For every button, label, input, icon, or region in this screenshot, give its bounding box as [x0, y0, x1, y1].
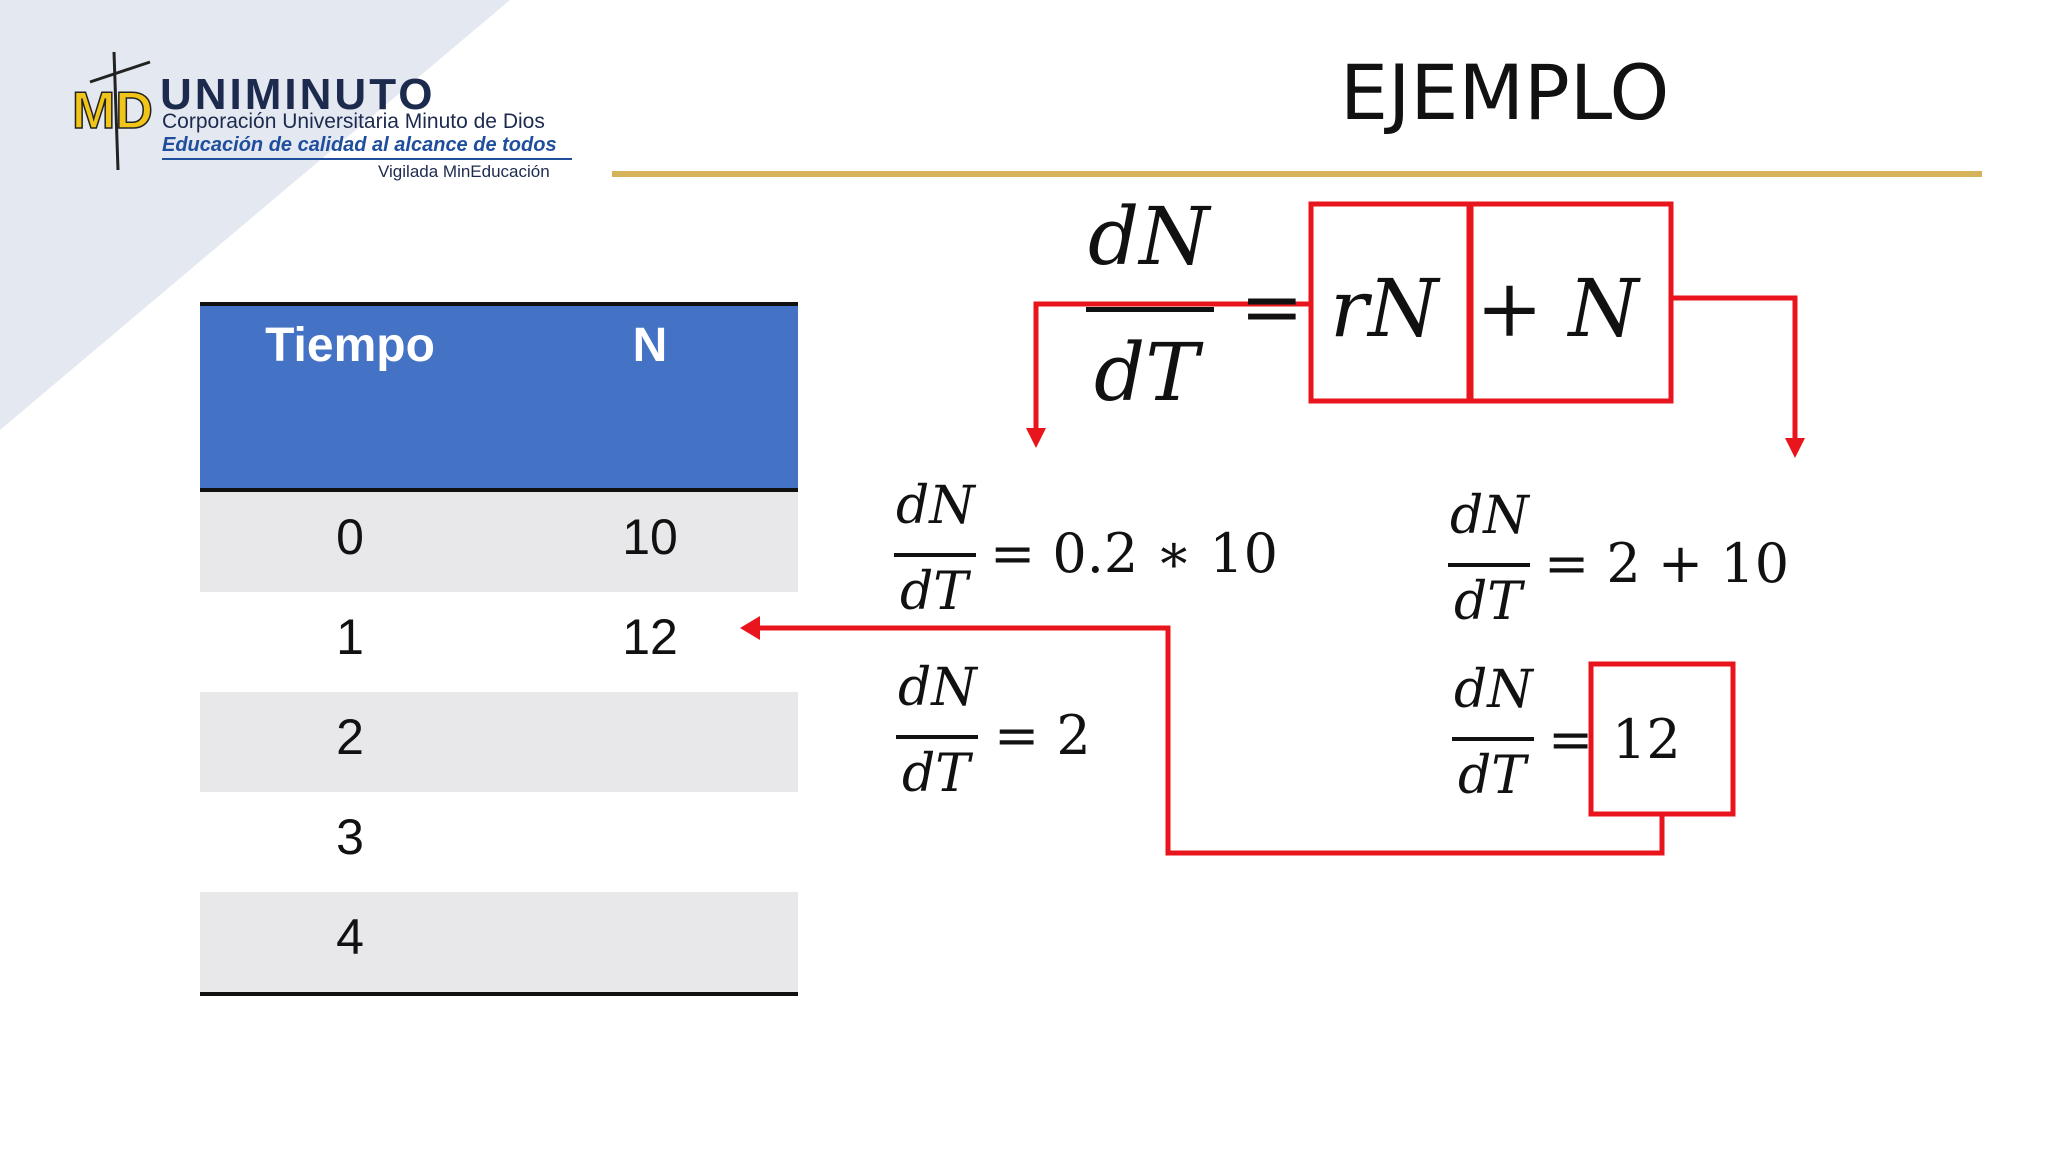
left1-numerator: dN — [896, 476, 975, 536]
svg-text:MD: MD — [72, 82, 153, 140]
table-header: Tiempo N — [200, 302, 798, 492]
arrow-result-to-table — [758, 625, 1665, 856]
table-row: 1 12 — [200, 592, 798, 692]
table-cell: 2 — [336, 709, 364, 765]
logo-slogan: Educación de calidad al alcance de todos — [162, 134, 557, 156]
header-n: N — [632, 319, 668, 372]
table-cell: 12 — [622, 609, 678, 665]
title-underline — [612, 171, 1982, 177]
logo-name: UNIMINUTO — [160, 70, 436, 119]
table-cell: 0 — [336, 509, 364, 565]
right1-fraction-bar — [1448, 563, 1530, 567]
main-eq-denominator: dT — [1094, 326, 1199, 419]
slide-title: EJEMPLO — [1340, 48, 1670, 137]
header-tiempo: Tiempo — [265, 319, 435, 372]
table-cell: 4 — [336, 909, 364, 965]
left2-fraction-bar — [896, 735, 978, 739]
box-result — [1588, 661, 1736, 817]
logo-mark-icon: MD — [71, 51, 154, 171]
right1-rhs: = 2 + 10 — [1544, 532, 1790, 595]
main-eq-term-plusN: + N — [1476, 262, 1639, 355]
university-logo: MD UNIMINUTO Corporación Universitaria M… — [70, 48, 590, 188]
main-eq-equals: = — [1240, 262, 1304, 351]
right2-numerator: dN — [1454, 660, 1533, 720]
right2-result: 12 — [1612, 708, 1681, 771]
table-row: 0 10 — [200, 492, 798, 592]
logo-subtitle: Corporación Universitaria Minuto de Dios — [162, 110, 545, 133]
table-cell: 10 — [622, 509, 678, 565]
table-row: 4 — [200, 892, 798, 992]
logo-accreditation: Vigilada MinEducación — [378, 162, 550, 181]
table-cell: 1 — [336, 609, 364, 665]
right1-denominator: dT — [1454, 572, 1522, 632]
left2-rhs: = 2 — [994, 704, 1091, 767]
right2-equals: = — [1548, 708, 1594, 771]
table-cell: 3 — [336, 809, 364, 865]
main-eq-numerator: dN — [1088, 190, 1210, 283]
left1-denominator: dT — [900, 562, 968, 622]
box-plusN — [1468, 201, 1674, 404]
main-eq-fraction-bar — [1086, 307, 1214, 312]
right2-denominator: dT — [1458, 746, 1526, 806]
arrow-right-down — [1672, 295, 1798, 440]
main-eq-term-rN: rN — [1330, 262, 1439, 355]
table-bottom-rule — [200, 992, 798, 996]
data-table: Tiempo N 0 10 1 12 2 3 4 — [200, 302, 798, 996]
right2-fraction-bar — [1452, 737, 1534, 741]
table-row: 3 — [200, 792, 798, 892]
table-row: 2 — [200, 692, 798, 792]
left1-fraction-bar — [894, 553, 976, 557]
left1-rhs: = 0.2 ∗ 10 — [990, 522, 1279, 585]
right1-numerator: dN — [1450, 486, 1529, 546]
left2-denominator: dT — [902, 744, 970, 804]
logo-divider — [162, 158, 572, 160]
arrow-left-down — [1033, 301, 1310, 430]
left2-numerator: dN — [898, 658, 977, 718]
